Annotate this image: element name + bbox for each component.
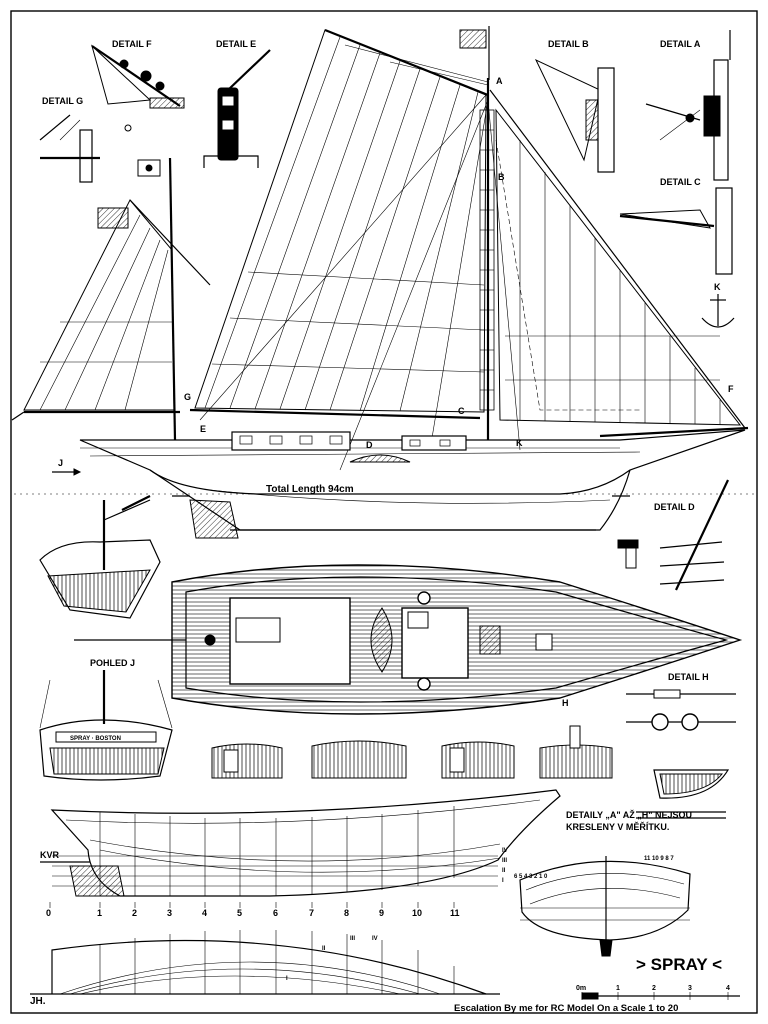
deck-dinghy-plan: [370, 607, 393, 673]
wl-iii: III: [502, 858, 507, 864]
svg-text:K: K: [714, 282, 721, 292]
note-line-2: KRESLENY V MĚŘÍTKU.: [566, 821, 669, 832]
mizzen-sail: [23, 199, 175, 411]
svg-text:DETAIL D: DETAIL D: [654, 502, 695, 512]
station-0: 0: [46, 908, 51, 918]
body-plan: [519, 856, 691, 957]
scale-bar: [581, 992, 740, 1000]
station-10: 10: [412, 908, 422, 918]
deck-plan: [74, 564, 743, 715]
drafter-initials: JH.: [30, 996, 46, 1007]
mark-d: D: [366, 440, 373, 450]
stern-view-j: POHLED J SPRAY · BOSTON: [39, 658, 173, 781]
lines-plan-halfbreadth: [30, 930, 500, 995]
anchor-k: K: [701, 282, 735, 328]
detail-f: DETAIL F: [91, 39, 185, 132]
body-plan-left-numbers: 6 5 4 3 2 1 0: [514, 874, 548, 880]
mark-j: J: [58, 458, 63, 468]
detail-b: DETAIL B: [534, 39, 615, 173]
note-line-1: DETAILY „A" AŽ „H" NEJSOU: [566, 809, 692, 820]
scale-0: 0m: [576, 985, 586, 992]
hull-profile: [14, 429, 754, 539]
station-7: 7: [309, 908, 314, 918]
station-11: 11: [450, 908, 460, 918]
station-8: 8: [344, 908, 349, 918]
stern-perspective: [39, 495, 161, 619]
total-length-label: Total Length 94cm: [266, 484, 354, 495]
kvr-label: KVR: [40, 850, 60, 860]
svg-text:DETAIL F: DETAIL F: [112, 39, 152, 49]
station-2: 2: [132, 908, 137, 918]
detail-g: DETAIL G: [39, 96, 100, 183]
scale-4: 4: [726, 985, 730, 992]
deck-dinghy: [349, 454, 411, 463]
station-3: 3: [167, 908, 172, 918]
scale-1: 1: [616, 985, 620, 992]
lines-plan-profile: [40, 789, 561, 897]
svg-text:DETAIL G: DETAIL G: [42, 96, 83, 106]
mark-h: H: [562, 698, 569, 708]
wl-iv: IV: [502, 848, 508, 854]
station-9: 9: [379, 908, 384, 918]
detail-c: DETAIL C: [619, 177, 733, 275]
deckhouse-fwd: [401, 435, 467, 451]
detail-h: DETAIL H: [626, 672, 736, 731]
mark-c: C: [458, 406, 465, 416]
scale-2: 2: [652, 985, 656, 992]
svg-text:DETAIL A: DETAIL A: [660, 39, 701, 49]
rudder: [189, 499, 239, 539]
dinghy-detail: [636, 769, 730, 819]
svg-text:SPRAY · BOSTON: SPRAY · BOSTON: [70, 736, 121, 742]
mark-g: G: [184, 392, 191, 402]
body-plan-right-numbers: 11 10 9 8 7: [644, 856, 674, 862]
escalation-note: Escalation By me for RC Model On a Scale…: [454, 1003, 678, 1014]
wl-ii: II: [502, 868, 506, 874]
mizzen-flag: [97, 207, 129, 229]
mark-e: E: [200, 424, 206, 434]
masthead-flag: [459, 29, 487, 49]
sail-plan: [11, 26, 749, 471]
svg-text:DETAIL B: DETAIL B: [548, 39, 589, 49]
scale-3: 3: [688, 985, 692, 992]
cross-sections: [211, 725, 613, 779]
svg-text:DETAIL E: DETAIL E: [216, 39, 256, 49]
plan-title: > SPRAY <: [636, 955, 722, 974]
mainsail: [194, 29, 487, 413]
station-4: 4: [202, 908, 207, 918]
plan-ii: II: [322, 946, 326, 952]
svg-text:POHLED J: POHLED J: [90, 658, 135, 668]
station-1: 1: [97, 908, 102, 918]
svg-text:DETAIL C: DETAIL C: [660, 177, 701, 187]
deckhouse-aft: [231, 431, 351, 451]
sheet-border: [10, 10, 758, 1014]
detail-e: DETAIL E: [203, 39, 271, 168]
station-axis: 0 1 2 3 4 5 6 7 8 9 10 11: [46, 902, 460, 918]
mark-a: A: [496, 76, 503, 86]
svg-text:DETAIL H: DETAIL H: [668, 672, 709, 682]
mark-f: F: [728, 384, 734, 394]
station-6: 6: [273, 908, 278, 918]
mark-b: B: [498, 172, 505, 182]
detail-a: DETAIL A: [645, 30, 731, 181]
plan-i: I: [286, 976, 288, 982]
mark-k: K: [516, 438, 523, 448]
plan-iv: IV: [372, 936, 378, 942]
station-5: 5: [237, 908, 242, 918]
plan-iii: III: [350, 936, 355, 942]
detail-d: DETAIL D: [617, 479, 729, 591]
jib-sail: [495, 108, 742, 426]
wl-i: I: [502, 878, 504, 884]
